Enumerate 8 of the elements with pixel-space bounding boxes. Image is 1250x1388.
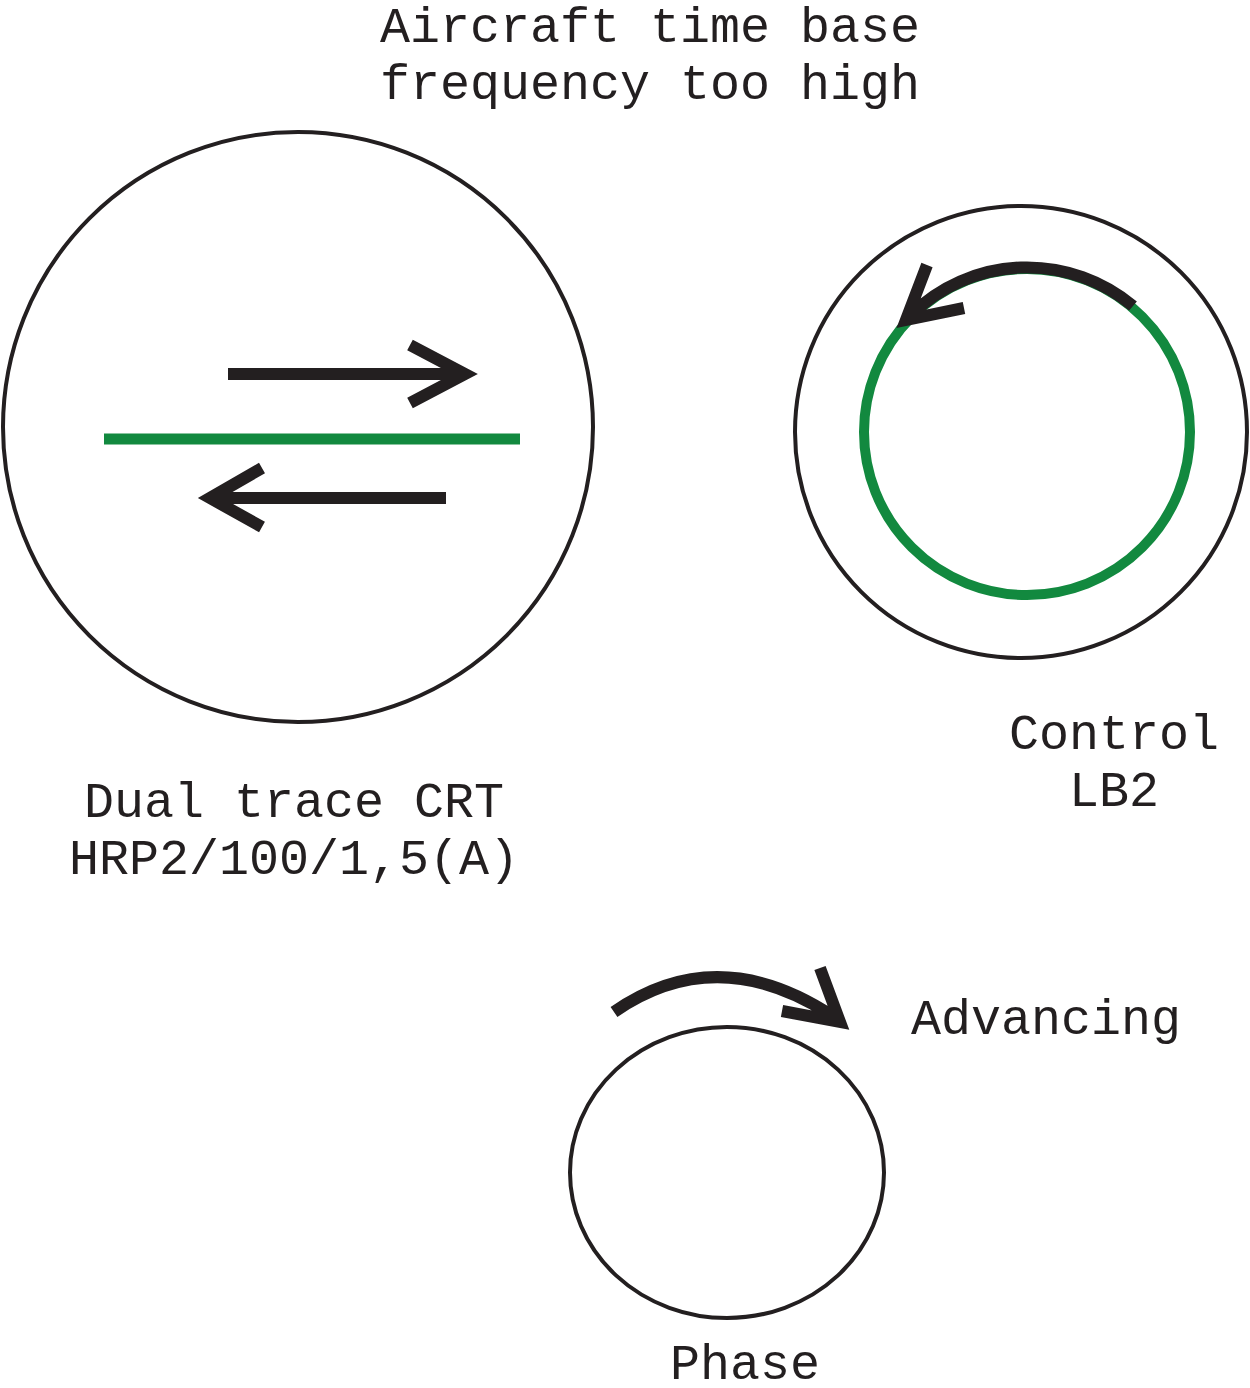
control-caption: Phase [669,1345,821,1387]
control-knob [568,1025,886,1320]
diagram-title: Aircraft time base frequency too high [378,0,922,114]
crt-screen [1,130,595,724]
rotation-label: Advancing [909,996,1182,1046]
crt-caption: Dual trace CRT HRP2/100/1,5(A) [67,775,521,889]
control-knob [793,204,1249,660]
control-caption: Control LB2 [1007,707,1220,821]
